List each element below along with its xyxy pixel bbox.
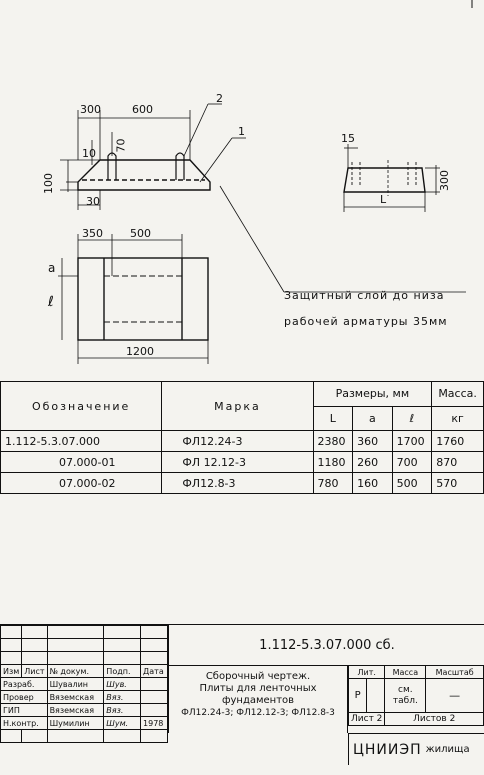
row-mass: 870 <box>431 451 484 473</box>
signature: Шув. <box>103 677 142 691</box>
note-line1: Защитный слой до низа <box>284 289 445 302</box>
hdr-izm: Изм <box>0 664 23 678</box>
hdr-designation: Обозначение <box>0 381 163 431</box>
dim-300-side: 300 <box>438 170 451 191</box>
dim-a: a <box>48 261 56 275</box>
row-l: 500 <box>391 472 433 494</box>
title-line4: ФЛ12.24-3; ФЛ12.12-3; ФЛ12.8-3 <box>181 708 335 718</box>
dim-300: 300 <box>80 103 101 116</box>
document-code: 1.112-5.3.07.000 сб. <box>168 625 484 666</box>
year: 1978 <box>140 716 168 730</box>
hdr-date: Дата <box>140 664 168 678</box>
meta-table: Лит. Масса Масштаб Р см.табл. — Лист 2 Л… <box>347 665 484 726</box>
row-L: 2380 <box>312 430 354 452</box>
row-mark: ФЛ 12.12-3 <box>161 451 314 473</box>
hdr-mark: Марка <box>161 381 314 431</box>
row-a: 360 <box>352 430 393 452</box>
hdr-a: a <box>352 405 393 431</box>
row-a: 160 <box>352 472 393 494</box>
name-gip: Вяземская <box>46 703 105 717</box>
hdr-L: L <box>312 405 354 431</box>
title-line3: фундаментов <box>221 695 295 706</box>
dim-1200: 1200 <box>126 345 154 358</box>
name-checker: Вяземская <box>46 690 105 704</box>
side-view <box>343 144 440 212</box>
dim-350: 350 <box>82 227 103 240</box>
sheet-number: Лист 2 <box>347 712 386 726</box>
hdr-doc: № докум. <box>46 664 105 678</box>
role-checker: Провер <box>0 690 48 704</box>
row-L: 1180 <box>312 451 354 473</box>
table-row: 07.000-02 ФЛ12.8-3 780 160 500 570 <box>0 472 484 494</box>
scale-value: — <box>425 678 484 713</box>
plan-view <box>58 185 466 364</box>
scale-label: Масштаб <box>425 665 484 679</box>
dim-70: 70 <box>114 138 128 153</box>
lit-label: Лит. <box>347 665 386 679</box>
row-L: 780 <box>312 472 354 494</box>
name-developer: Шувалин <box>46 677 105 691</box>
row-mass: 570 <box>431 472 484 494</box>
drawing-title: Сборочный чертеж. Плиты для ленточных фу… <box>168 665 348 733</box>
dim-100: 100 <box>42 173 55 194</box>
dim-L: L <box>380 193 387 206</box>
table-row: 1.112-5.3.07.000 ФЛ12.24-3 2380 360 1700… <box>0 430 484 452</box>
mass-value-line2: табл. <box>392 695 418 706</box>
row-designation: 1.112-5.3.07.000 <box>0 430 163 452</box>
dim-l: ℓ <box>48 294 54 310</box>
table-row: 07.000-01 ФЛ 12.12-3 1180 260 700 870 <box>0 451 484 473</box>
role-normcontrol: Н.контр. <box>0 716 48 730</box>
sheets-total: Листов 2 <box>384 712 484 726</box>
hdr-dims: Размеры, мм <box>312 381 433 407</box>
hdr-sign: Подп. <box>103 664 142 678</box>
spec-table: Обозначение Марка Размеры, мм Масса. L a… <box>0 381 484 494</box>
cross-section <box>60 103 246 210</box>
row-l: 1700 <box>391 430 433 452</box>
row-designation: 07.000-01 <box>0 451 163 473</box>
signature: Вяз. <box>103 690 142 704</box>
dim-15: 15 <box>341 132 355 145</box>
title-line1: Сборочный чертеж. <box>205 671 311 682</box>
dim-30: 30 <box>86 195 100 208</box>
mass-value-line1: см. <box>398 684 413 695</box>
leader-2: 2 <box>216 92 223 105</box>
row-l: 700 <box>391 451 433 473</box>
dim-600: 600 <box>132 103 153 116</box>
row-mark: ФЛ12.8-3 <box>161 472 314 494</box>
title-block: Изм Лист № докум. Подп. Дата Разраб.Шува… <box>0 624 484 765</box>
role-developer: Разраб. <box>0 677 48 691</box>
dim-10: 10 <box>82 147 96 160</box>
hdr-kg: кг <box>431 405 484 431</box>
row-mark: ФЛ12.24-3 <box>161 430 314 452</box>
signature: Шум. <box>103 716 142 730</box>
hdr-l: ℓ <box>391 405 433 431</box>
mass-label: Масса <box>384 665 427 679</box>
role-gip: ГИП <box>0 703 48 717</box>
row-a: 260 <box>352 451 393 473</box>
revision-table: Изм Лист № докум. Подп. Дата Разраб.Шува… <box>0 625 168 743</box>
dim-500: 500 <box>130 227 151 240</box>
hdr-mass: Масса. <box>431 381 484 407</box>
org-name: ЦНИИЭП <box>353 741 422 758</box>
org-subname: жилища <box>425 744 470 755</box>
leader-1: 1 <box>238 125 245 138</box>
drawing-area <box>58 0 473 364</box>
organization: ЦНИИЭП жилища <box>348 733 484 765</box>
row-mass: 1760 <box>431 430 484 452</box>
title-line2: Плиты для ленточных <box>199 683 317 694</box>
name-normcontrol: Шумилин <box>46 716 105 730</box>
row-designation: 07.000-02 <box>0 472 163 494</box>
signature: Вяз. <box>103 703 142 717</box>
note-line2: рабочей арматуры 35мм <box>284 315 448 328</box>
mass-value: см.табл. <box>384 678 427 713</box>
hdr-list: Лист <box>21 664 48 678</box>
lit-value: Р <box>347 678 368 713</box>
